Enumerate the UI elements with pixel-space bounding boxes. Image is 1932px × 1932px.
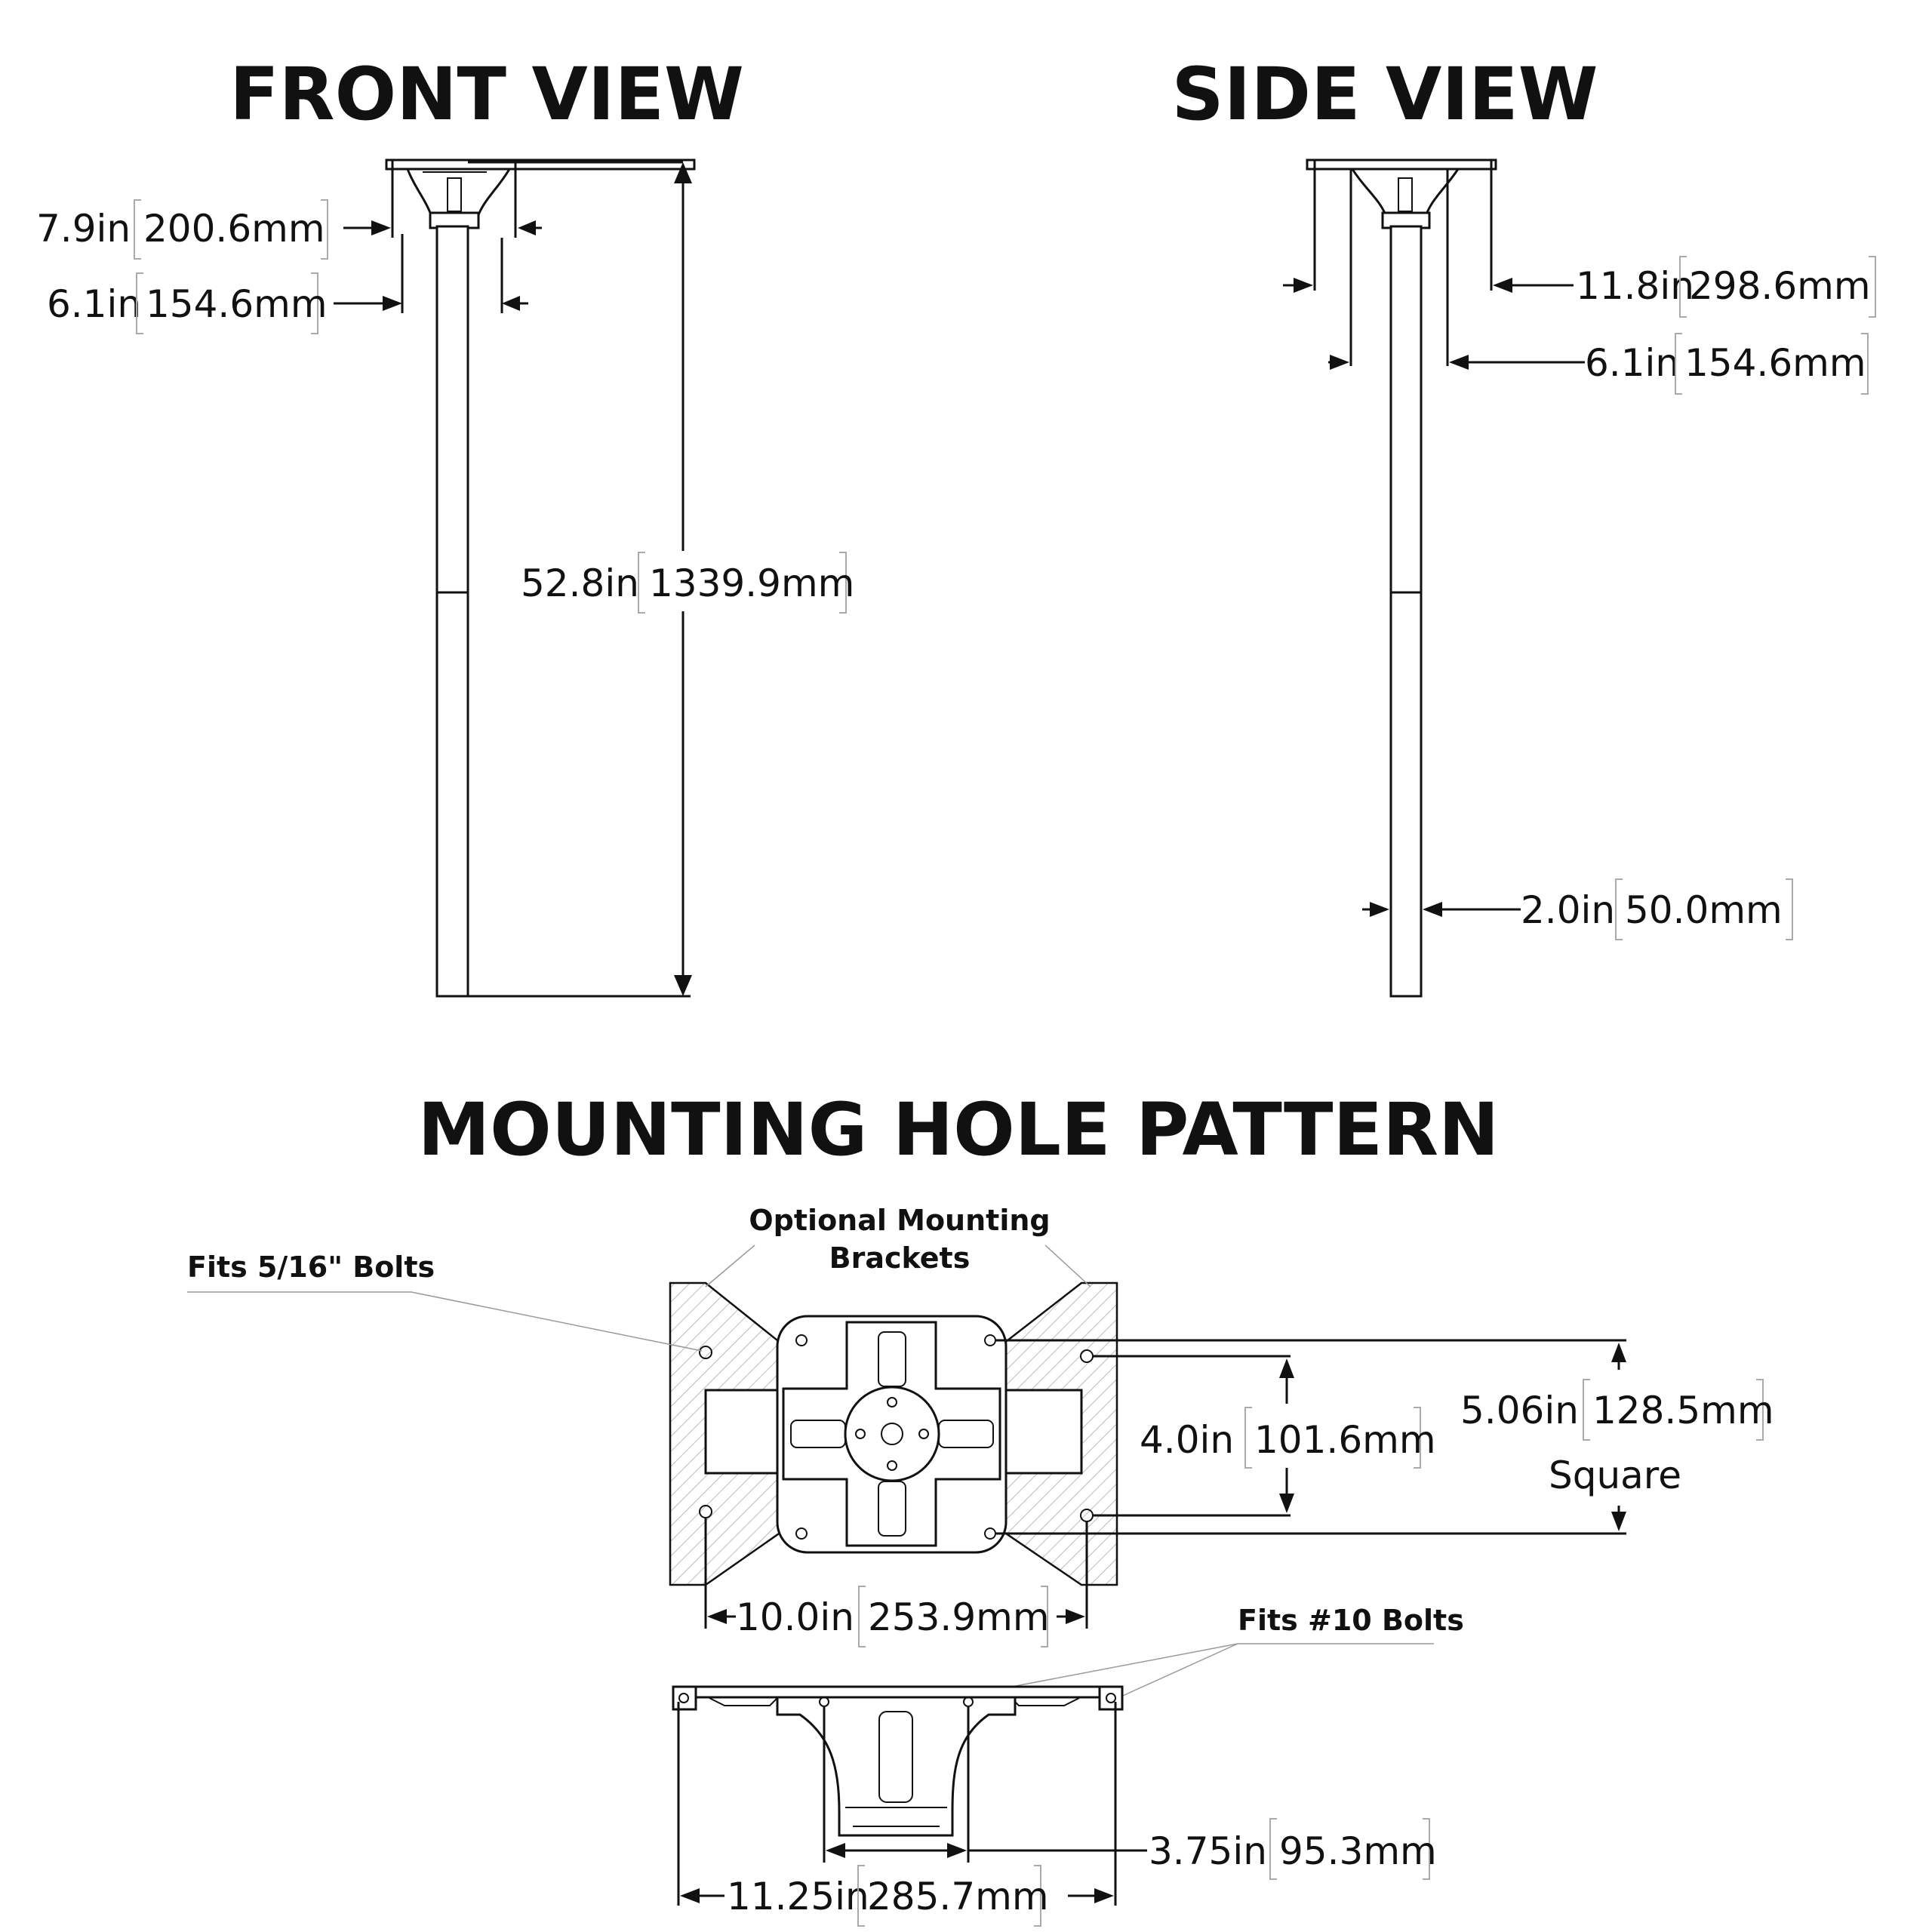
front-view-title: FRONT VIEW <box>229 52 744 137</box>
side-inner-mm: 95.3mm <box>1279 1829 1437 1873</box>
side-top-width-in: 11.8in <box>1576 264 1694 308</box>
square-mm: 128.5mm <box>1592 1389 1774 1432</box>
bracket-hole-bottom-left <box>699 1505 712 1518</box>
side-top-width-mm: 298.6mm <box>1689 264 1871 308</box>
square-label: Square <box>1549 1454 1681 1497</box>
front-top-width-in: 7.9in <box>36 207 131 251</box>
side-post-width-in: 2.0in <box>1521 888 1615 932</box>
plate-hole-bottom-left <box>795 1527 808 1540</box>
plate-hole-top-right <box>984 1334 996 1346</box>
front-view-drawing <box>385 158 696 998</box>
side-view-title: SIDE VIEW <box>1171 52 1598 137</box>
brackets-callout: Optional Mounting Brackets <box>705 1204 1091 1287</box>
front-mid-width-mm: 154.6mm <box>146 282 328 326</box>
front-mid-width-in: 6.1in <box>47 282 141 326</box>
bracket-hole-top-left <box>699 1346 712 1359</box>
bracket-spacing-mm: 253.9mm <box>868 1595 1050 1639</box>
side-view-drawing <box>1306 158 1497 998</box>
bolts-10-note: Fits #10 Bolts <box>1238 1604 1464 1637</box>
front-height-mm: 1339.9mm <box>649 561 854 605</box>
side-post-width-dimension: 2.0in 50.0mm <box>1362 878 1793 940</box>
front-height-dimension: 52.8in 1339.9mm <box>519 551 854 614</box>
side-outer-in: 11.25in <box>727 1875 869 1918</box>
plate-hole-bottom-right <box>984 1527 996 1540</box>
mounting-hole-pattern-title: MOUNTING HOLE PATTERN <box>418 1088 1500 1172</box>
inner-spacing-mm: 101.6mm <box>1254 1418 1436 1462</box>
brackets-note-line2: Brackets <box>829 1241 971 1275</box>
square-in: 5.06in <box>1460 1389 1579 1432</box>
side-top-width-dimension: 11.8in 298.6mm <box>1283 256 1876 318</box>
side-inner-dimension: 3.75in 95.3mm <box>823 1707 1437 1880</box>
front-top-width-mm: 200.6mm <box>143 207 325 251</box>
inner-spacing-dimension: 4.0in 101.6mm <box>1093 1355 1436 1517</box>
bracket-spacing-dimension: 10.0in 253.9mm <box>704 1518 1088 1647</box>
mounting-side-profile <box>672 1685 1124 1837</box>
side-mid-width-in: 6.1in <box>1585 341 1679 385</box>
bracket-spacing-in: 10.0in <box>736 1595 854 1639</box>
side-outer-mm: 285.7mm <box>867 1875 1049 1918</box>
front-top-width-dimension: 7.9in 200.6mm <box>36 199 542 260</box>
front-height-in: 52.8in <box>521 561 639 605</box>
brackets-note-line1: Optional Mounting <box>749 1204 1050 1237</box>
plate-hole-top-left <box>795 1334 808 1346</box>
side-inner-in: 3.75in <box>1149 1829 1267 1873</box>
side-mid-width-dimension: 6.1in 154.6mm <box>1328 333 1869 395</box>
mounting-plan-view <box>669 1281 1118 1586</box>
square-dimension: 5.06in 128.5mm Square <box>996 1339 1774 1535</box>
front-mid-width-dimension: 6.1in 154.6mm <box>47 234 528 334</box>
bolts-5-16-callout: Fits 5/16" Bolts <box>187 1251 703 1352</box>
bolts-5-16-note: Fits 5/16" Bolts <box>187 1251 435 1284</box>
bolts-10-callout: Fits #10 Bolts <box>971 1604 1464 1703</box>
side-outer-dimension: 11.25in 285.7mm <box>677 1702 1117 1927</box>
inner-spacing-in: 4.0in <box>1140 1418 1234 1462</box>
side-post-width-mm: 50.0mm <box>1625 888 1783 932</box>
side-mid-width-mm: 154.6mm <box>1684 341 1866 385</box>
